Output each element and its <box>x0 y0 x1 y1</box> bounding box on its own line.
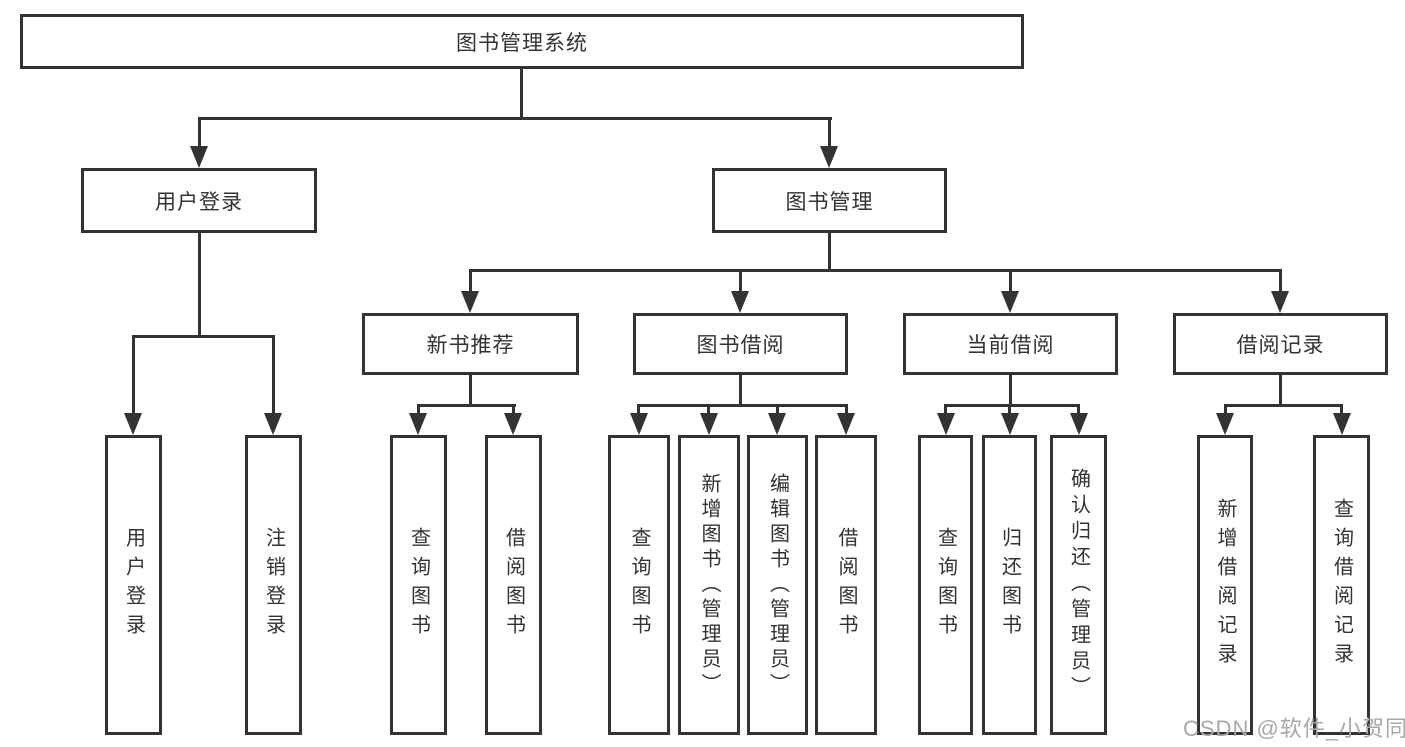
arrow-down-icon <box>837 413 855 435</box>
connector-line <box>1224 404 1227 415</box>
connector-line <box>944 404 1080 407</box>
connector-line <box>1009 375 1012 407</box>
arrow-down-icon <box>264 413 282 435</box>
leaf-cb-query-books: 查询图书 <box>918 435 973 735</box>
connector-line <box>132 335 135 415</box>
node-new-book-rec-label: 新书推荐 <box>426 334 515 357</box>
node-current-borrow: 当前借阅 <box>903 313 1118 375</box>
leaf-bb-edit-books: 编辑图书（管理员） <box>747 435 808 735</box>
connector-line <box>637 404 640 415</box>
node-current-borrow-label: 当前借阅 <box>966 334 1055 357</box>
node-borrow-records-label: 借阅记录 <box>1236 334 1325 357</box>
arrow-down-icon <box>820 146 838 168</box>
leaf-logout-label: 注销登录 <box>262 527 285 643</box>
arrow-down-icon <box>1216 413 1234 435</box>
connector-line <box>469 375 472 407</box>
leaf-user-login: 用户登录 <box>105 435 162 735</box>
arrow-down-icon <box>1271 291 1289 313</box>
node-root-label: 图书管理系统 <box>456 31 588 55</box>
connector-line <box>739 375 742 407</box>
connector-line <box>272 335 275 415</box>
leaf-bb-query-books-label: 查询图书 <box>628 527 650 643</box>
leaf-bb-query-books: 查询图书 <box>608 435 670 735</box>
connector-line <box>944 404 947 415</box>
arrow-down-icon <box>124 413 142 435</box>
leaf-cb-confirm-return: 确认归还（管理员） <box>1050 435 1107 735</box>
leaf-logout: 注销登录 <box>245 435 302 735</box>
arrow-down-icon <box>1001 413 1019 435</box>
arrow-down-icon <box>461 291 479 313</box>
leaf-bb-borrow-books-label: 借阅图书 <box>835 527 857 643</box>
connector-line <box>1009 269 1012 293</box>
connector-line <box>198 232 201 338</box>
leaf-cb-confirm-return-label: 确认归还（管理员） <box>1067 468 1090 702</box>
connector-line <box>198 117 201 148</box>
leaf-rec-borrow-books-label: 借阅图书 <box>502 527 525 643</box>
leaf-cb-return-books: 归还图书 <box>982 435 1037 735</box>
arrow-down-icon <box>409 413 427 435</box>
connector-line <box>828 117 831 148</box>
connector-line <box>132 335 275 338</box>
arrow-down-icon <box>1333 413 1351 435</box>
leaf-user-login-label: 用户登录 <box>122 527 145 643</box>
leaf-br-add-record-label: 新增借阅记录 <box>1214 498 1236 672</box>
node-new-book-rec: 新书推荐 <box>362 313 579 375</box>
connector-line <box>198 117 832 120</box>
node-book-mgmt-label: 图书管理 <box>785 190 874 214</box>
connector-line <box>1008 404 1011 415</box>
watermark: CSDN @软件_小贺同学 <box>1183 716 1405 741</box>
arrow-down-icon <box>700 413 718 435</box>
leaf-rec-query-books: 查询图书 <box>390 435 447 735</box>
leaf-rec-query-books-label: 查询图书 <box>407 527 430 643</box>
arrow-down-icon <box>1070 413 1088 435</box>
arrow-down-icon <box>1001 291 1019 313</box>
connector-line <box>739 269 742 293</box>
arrow-down-icon <box>768 413 786 435</box>
arrow-down-icon <box>504 413 522 435</box>
node-root: 图书管理系统 <box>20 14 1024 69</box>
connector-line <box>1077 404 1080 415</box>
connector-line <box>1279 269 1282 293</box>
leaf-br-query-record: 查询借阅记录 <box>1313 435 1370 735</box>
connector-line <box>845 404 848 415</box>
node-book-borrow: 图书借阅 <box>633 313 848 375</box>
connector-line <box>512 404 515 415</box>
node-borrow-records: 借阅记录 <box>1173 313 1388 375</box>
arrow-down-icon <box>937 413 955 435</box>
connector-line <box>469 269 1282 272</box>
leaf-bb-borrow-books: 借阅图书 <box>815 435 877 735</box>
node-book-mgmt: 图书管理 <box>712 168 947 233</box>
connector-line <box>707 404 710 415</box>
connector-line <box>469 269 472 293</box>
connector-line <box>828 232 831 272</box>
arrow-down-icon <box>190 146 208 168</box>
node-user-login-label: 用户登录 <box>155 190 243 214</box>
leaf-cb-query-books-label: 查询图书 <box>934 527 957 643</box>
connector-line <box>776 404 779 415</box>
leaf-cb-return-books-label: 归还图书 <box>998 527 1021 643</box>
connector-line <box>417 404 516 407</box>
leaf-bb-edit-books-label: 编辑图书（管理员） <box>766 472 789 698</box>
arrow-down-icon <box>731 291 749 313</box>
leaf-bb-add-books: 新增图书（管理员） <box>678 435 740 735</box>
connector-line <box>1340 404 1343 415</box>
node-book-borrow-label: 图书借阅 <box>696 334 785 357</box>
connector-line <box>1279 375 1282 407</box>
connector-line <box>417 404 420 415</box>
connector-line <box>520 68 523 119</box>
connector-line <box>1224 404 1343 407</box>
arrow-down-icon <box>630 413 648 435</box>
leaf-br-add-record: 新增借阅记录 <box>1197 435 1253 735</box>
leaf-br-query-record-label: 查询借阅记录 <box>1330 498 1353 672</box>
node-user-login: 用户登录 <box>81 168 317 233</box>
leaf-rec-borrow-books: 借阅图书 <box>485 435 542 735</box>
connector-line <box>637 404 848 407</box>
leaf-bb-add-books-label: 新增图书（管理员） <box>698 472 720 698</box>
